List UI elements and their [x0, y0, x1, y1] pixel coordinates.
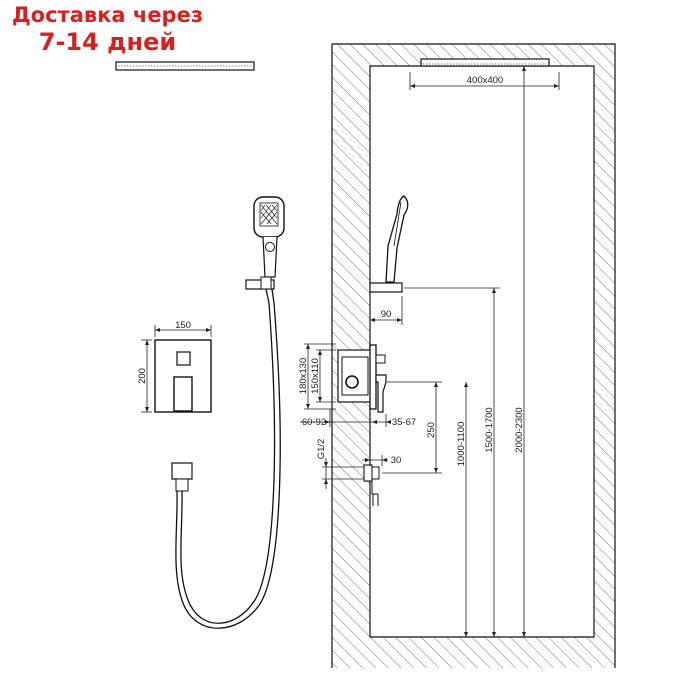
panel-width-dimension: 150: [154, 320, 212, 337]
overhead-size-label: 400x400: [467, 75, 503, 86]
overhead-size-dimension: 400x400: [409, 72, 560, 90]
hand-shower-holder: [245, 276, 275, 290]
overhead-height-label: 2000-2300: [514, 407, 525, 452]
delivery-banner: Доставка через 7-14 дней: [0, 2, 215, 56]
holder-offset-dimension: 90: [369, 296, 403, 325]
wall-outlet-connector: [171, 462, 193, 492]
shower-hose: [175, 288, 281, 629]
outlet-spacing-dimension: 250: [382, 381, 442, 474]
outlet-thread-dimension: G1/2: [316, 439, 364, 489]
wall-section: [331, 43, 616, 668]
mixer-panel: [154, 339, 212, 413]
box-depth-dimension: 60-92: [300, 409, 377, 428]
overhead-shower-head: [115, 61, 255, 71]
box-inner-dimension: 150x110: [310, 349, 336, 403]
holder-height-label: 1500-1700: [484, 407, 495, 452]
installed-overhead-shower: [420, 58, 550, 67]
outlet-offset-label: 30: [391, 455, 402, 466]
outlet-offset-dimension: 30: [362, 455, 401, 466]
outlet-spacing-label: 250: [426, 422, 437, 438]
panel-height-label: 200: [137, 368, 148, 384]
panel-height-dimension: 200: [137, 339, 152, 413]
box-inner-label: 150x110: [310, 358, 321, 394]
holder-offset-label: 90: [381, 309, 392, 320]
handle-projection-label: 35-67: [392, 417, 416, 428]
hand-shower: [253, 196, 285, 278]
box-outer-dimension: 180x130: [298, 343, 336, 410]
installed-wall-outlet: [363, 464, 380, 506]
holder-height-dimension: 1500-1700: [404, 287, 500, 637]
concealed-mixer-box: [337, 344, 387, 413]
installed-hand-shower: [369, 195, 409, 293]
delivery-banner-line2: 7-14 дней: [38, 28, 177, 56]
panel-width-label: 150: [175, 320, 191, 331]
valve-height-label: 1000-1100: [456, 422, 467, 467]
box-depth-label: 60-92: [302, 417, 326, 428]
overhead-height-dimension: 2000-2300: [514, 66, 526, 637]
handle-projection-dimension: 35-67: [372, 414, 416, 428]
valve-height-dimension: 1000-1100: [456, 382, 468, 637]
delivery-banner-line1: Доставка через: [11, 3, 204, 27]
box-outer-label: 180x130: [298, 358, 309, 394]
outlet-thread-label: G1/2: [316, 439, 327, 460]
